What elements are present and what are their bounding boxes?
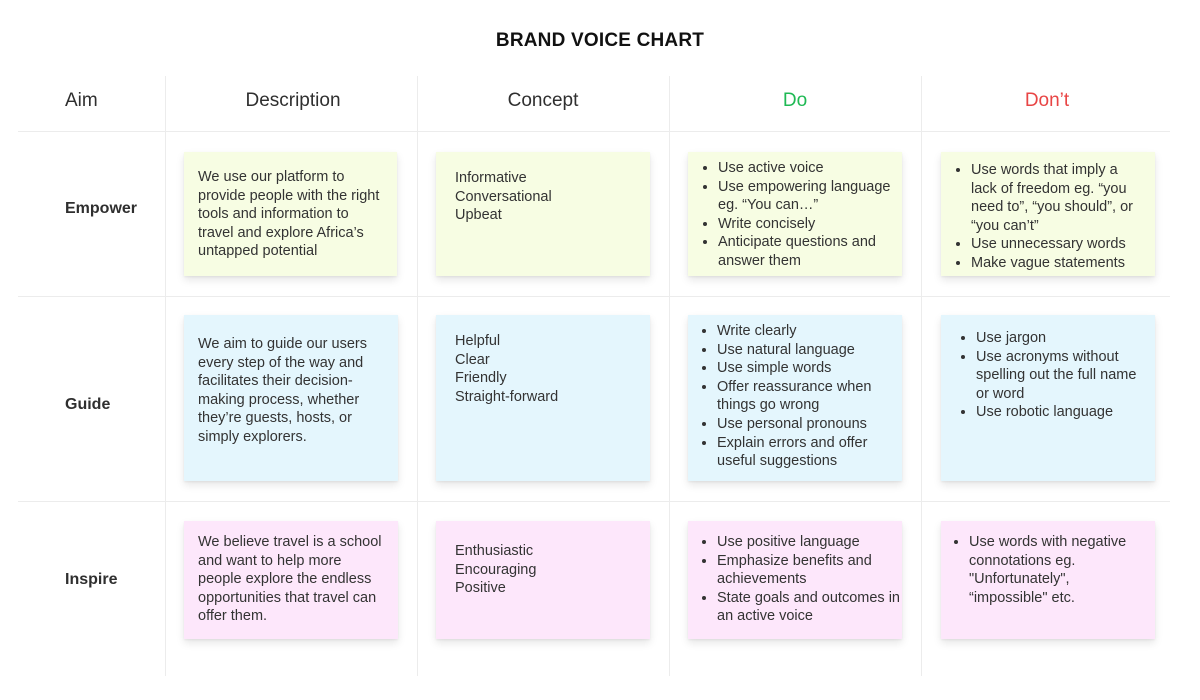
concept-item: Conversational — [455, 188, 552, 205]
description-note-empower: We use our platform to provide people wi… — [184, 152, 397, 276]
do-item: Offer reassurance when things go wrong — [717, 378, 900, 415]
dont-item: Use acronyms without spelling out the fu… — [976, 348, 1147, 404]
concept-item: Upbeat — [455, 207, 502, 224]
description-note-guide: We aim to guide our users every step of … — [184, 315, 398, 481]
concept-item: Clear — [455, 351, 490, 368]
concept-item: Enthusiastic — [455, 543, 534, 559]
concept-item: Encouraging — [455, 561, 537, 578]
dont-item: Use robotic language — [976, 403, 1147, 422]
do-item: Anticipate questions and answer them — [718, 233, 894, 270]
do-item: Use natural language — [717, 341, 900, 360]
dont-note-guide: Use jargon Use acronyms without spelling… — [941, 315, 1155, 481]
row-divider — [18, 296, 1170, 297]
column-header-do: Do — [782, 90, 808, 111]
do-item: Explain errors and offer useful suggesti… — [717, 434, 900, 471]
do-list: Write clearly Use natural language Use s… — [688, 315, 902, 471]
dont-note-inspire: Use words with negative connotations eg.… — [941, 521, 1155, 639]
do-list: Use positive language Emphasize benefits… — [688, 521, 902, 626]
do-item: Use positive language — [717, 533, 900, 552]
description-text: We use our platform to provide people wi… — [198, 169, 380, 260]
description-note-inspire: We believe travel is a school and want t… — [184, 521, 398, 639]
concept-note-empower: Informative Conversational Upbeat — [436, 152, 650, 276]
dont-list: Use words that imply a lack of freedom e… — [941, 152, 1155, 273]
column-divider — [669, 76, 670, 676]
concept-item: Friendly — [455, 370, 507, 387]
do-list: Use active voice Use empowering language… — [688, 152, 902, 271]
column-header-dont: Don’t — [1024, 90, 1070, 111]
do-item: Emphasize benefits and achievements — [717, 552, 900, 589]
row-divider — [18, 131, 1170, 132]
chart-title: BRAND VOICE CHART — [495, 30, 705, 51]
description-text: We believe travel is a school and want t… — [198, 534, 382, 625]
do-item: Use personal pronouns — [717, 415, 900, 434]
concept-item: Helpful — [455, 333, 501, 349]
column-header-description: Description — [245, 90, 341, 111]
dont-item: Use jargon — [976, 329, 1147, 348]
do-item: Use simple words — [717, 359, 900, 378]
column-header-concept: Concept — [507, 90, 579, 111]
dont-item: Make vague statements — [971, 254, 1147, 273]
concept-note-inspire: Enthusiastic Encouraging Positive — [436, 521, 650, 639]
do-note-guide: Write clearly Use natural language Use s… — [688, 315, 902, 481]
description-text: We aim to guide our users every step of … — [198, 336, 367, 445]
concept-note-guide: Helpful Clear Friendly Straight-forward — [436, 315, 650, 481]
concept-item: Positive — [455, 580, 506, 597]
do-item: Write clearly — [717, 322, 900, 341]
do-item: Use active voice — [718, 159, 894, 178]
row-label-empower: Empower — [65, 200, 138, 217]
do-item: Use empowering language eg. “You can…” — [718, 178, 894, 215]
dont-list: Use words with negative connotations eg.… — [941, 521, 1155, 607]
concept-list: Helpful Clear Friendly Straight-forward — [436, 315, 650, 406]
dont-list: Use jargon Use acronyms without spelling… — [941, 315, 1155, 422]
column-header-aim: Aim — [65, 90, 98, 111]
do-item: State goals and outcomes in an active vo… — [717, 589, 900, 626]
row-label-inspire: Inspire — [65, 571, 118, 588]
do-item: Write concisely — [718, 215, 894, 234]
do-note-inspire: Use positive language Emphasize benefits… — [688, 521, 902, 639]
dont-item: Use words that imply a lack of freedom e… — [971, 161, 1147, 235]
dont-note-empower: Use words that imply a lack of freedom e… — [941, 152, 1155, 276]
dont-item: Use unnecessary words — [971, 235, 1147, 254]
column-divider — [165, 76, 166, 676]
column-divider — [417, 76, 418, 676]
column-divider — [921, 76, 922, 676]
concept-item: Straight-forward — [455, 388, 559, 405]
concept-list: Enthusiastic Encouraging Positive — [436, 521, 650, 598]
dont-item: Use words with negative connotations eg.… — [969, 533, 1147, 607]
row-divider — [18, 501, 1170, 502]
concept-item: Informative — [455, 170, 527, 186]
do-note-empower: Use active voice Use empowering language… — [688, 152, 902, 276]
concept-list: Informative Conversational Upbeat — [436, 152, 650, 225]
row-label-guide: Guide — [65, 396, 111, 413]
